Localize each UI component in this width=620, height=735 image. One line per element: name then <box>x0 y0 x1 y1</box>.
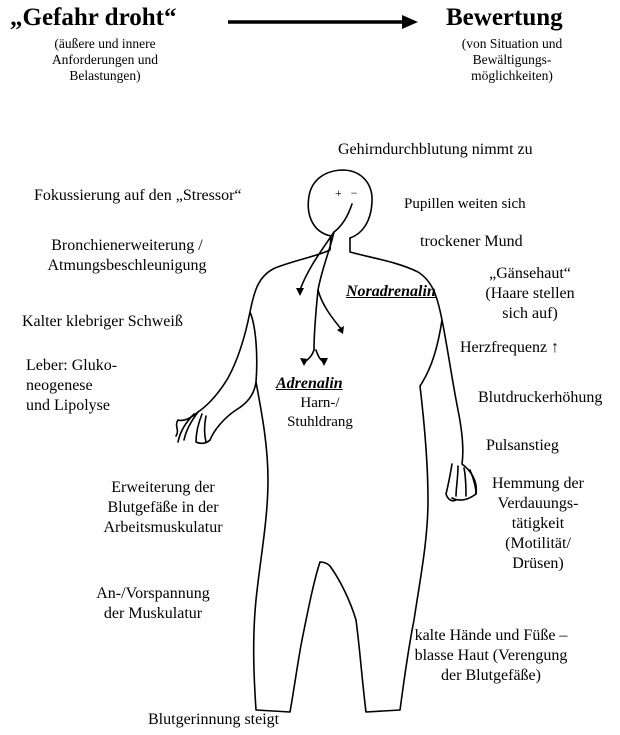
adrenalin-label: Adrenalin <box>276 374 343 394</box>
label-haende: kalte Hände und Füße – blasse Haut (Vere… <box>388 626 594 686</box>
label-gehirndurchblutung: Gehirndurchblutung nimmt zu <box>338 140 533 160</box>
label-leber: Leber: Gluko- neogenese und Lipolyse <box>26 356 117 416</box>
label-pulsanstieg: Pulsanstieg <box>486 436 559 456</box>
noradrenalin-label: Noradrenalin <box>346 282 436 302</box>
label-fokussierung: Fokussierung auf den „Stressor“ <box>34 186 242 206</box>
right-hand <box>446 464 476 501</box>
nerve-arrow-4 <box>320 358 328 366</box>
label-blutdruck: Blutdruckerhöhung <box>478 388 602 408</box>
label-muskulatur: An-/Vorspannung der Muskulatur <box>78 584 228 624</box>
label-blutgerinnung: Blutgerinnung steigt <box>148 710 279 730</box>
nerve-pathway-center <box>318 290 342 330</box>
head-outline <box>308 170 372 238</box>
harn-stuhldrang-label: Harn-/ Stuhldrang <box>260 394 380 432</box>
nerve-pathway-left <box>300 232 334 290</box>
left-hand <box>178 412 210 443</box>
label-verdauung: Hemmung der Verdauungs- tätigkeit (Motil… <box>478 474 598 574</box>
label-gaensehaut: „Gänsehaut“ (Haare stellen sich auf) <box>468 264 592 324</box>
label-mund: trockener Mund <box>420 232 523 252</box>
label-bronchien: Bronchienerweiterung / Atmungsbeschleuni… <box>22 236 232 276</box>
label-herzfrequenz: Herzfrequenz ↑ <box>460 338 559 358</box>
nerve-arrow-1 <box>296 288 304 296</box>
label-schweiss: Kalter klebriger Schweiß <box>22 312 183 332</box>
label-blutgefaesse: Erweiterung der Blutgefäße in der Arbeit… <box>78 478 248 538</box>
nerve-pathway-main <box>314 204 352 350</box>
label-pupillen: Pupillen weiten sich <box>404 194 526 214</box>
nerve-arrow-3 <box>300 358 308 366</box>
brain-signs: + − <box>335 183 361 203</box>
body-left-outline <box>176 236 331 712</box>
